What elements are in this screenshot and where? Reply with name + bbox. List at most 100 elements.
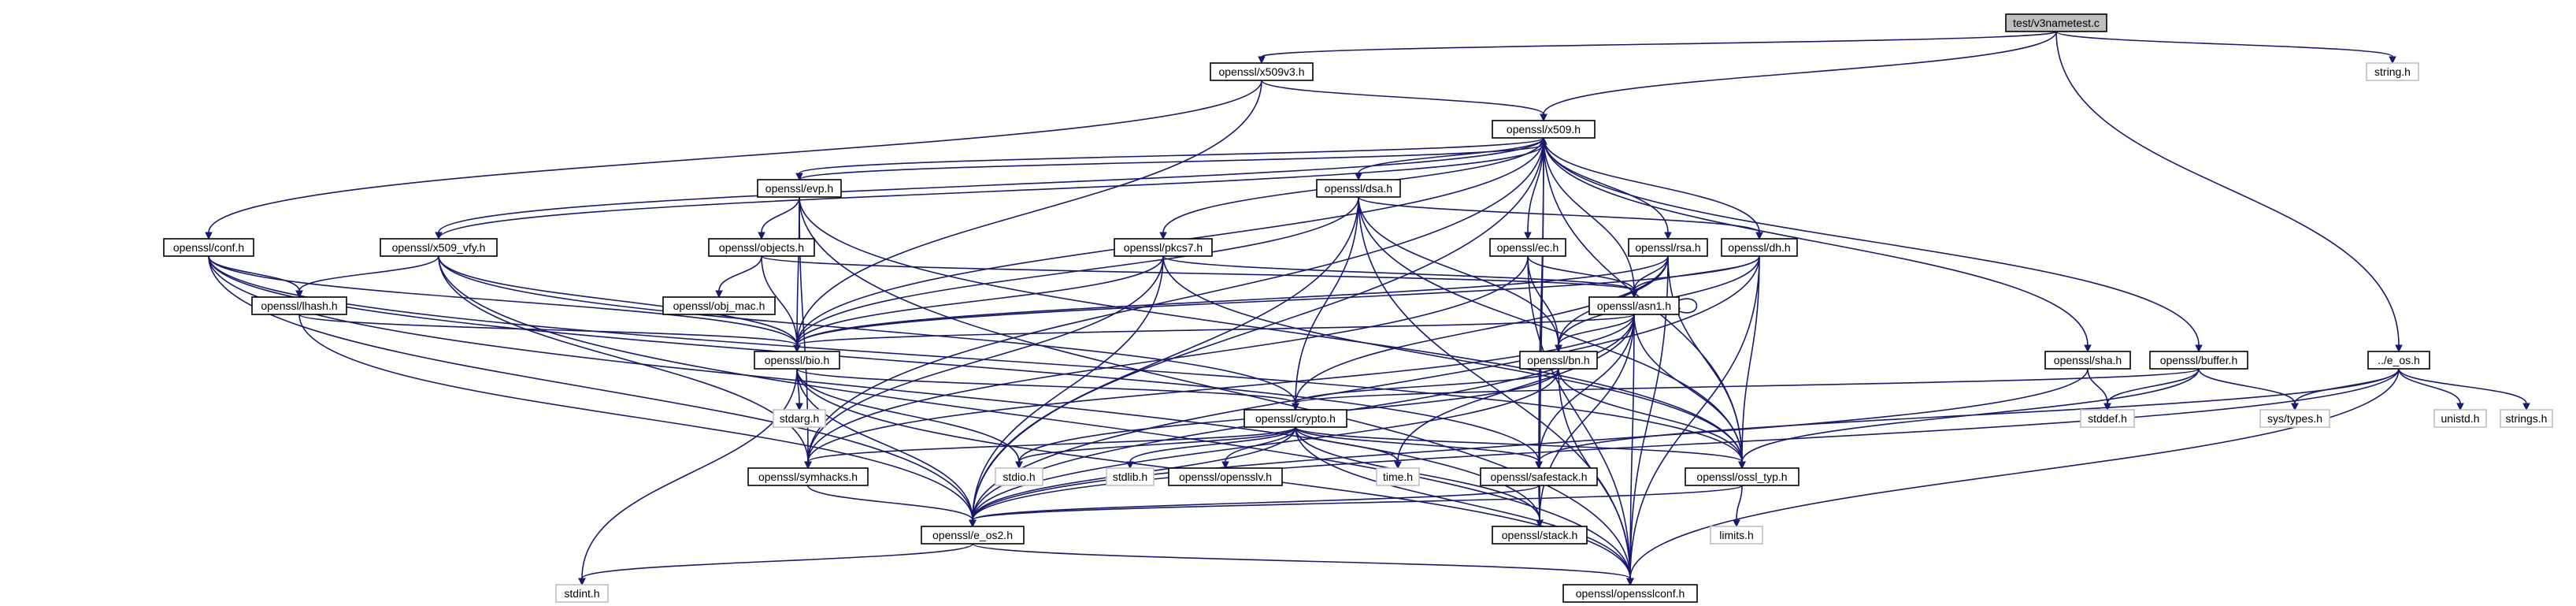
node-opensslconf[interactable]: openssl/opensslconf.h bbox=[1562, 584, 1698, 603]
node-label: stdint.h bbox=[564, 587, 599, 600]
node-label: openssl/sha.h bbox=[2054, 354, 2122, 366]
node-label: limits.h bbox=[1719, 529, 1754, 541]
edge-x509-to-sha bbox=[1543, 137, 2092, 353]
edge-x509_vfy-to-x509 bbox=[438, 136, 1547, 240]
edge-sha-to-e_os2 bbox=[969, 368, 2089, 528]
node-x509v3[interactable]: openssl/x509v3.h bbox=[1210, 62, 1314, 81]
node-strings: strings.h bbox=[2500, 409, 2553, 428]
node-label: stddef.h bbox=[2088, 412, 2127, 425]
node-label: stdio.h bbox=[1003, 470, 1035, 483]
node-label: openssl/dsa.h bbox=[1325, 182, 1392, 195]
edge-dsa-to-bn bbox=[1358, 196, 1562, 353]
node-bio[interactable]: openssl/bio.h bbox=[754, 351, 840, 370]
node-x509_vfy[interactable]: openssl/x509_vfy.h bbox=[380, 238, 498, 257]
edge-symhacks-to-e_os2 bbox=[807, 485, 977, 528]
node-objects[interactable]: openssl/objects.h bbox=[708, 238, 815, 257]
node-ec[interactable]: openssl/ec.h bbox=[1489, 238, 1566, 257]
edge-e_os-to-systypes bbox=[2291, 368, 2400, 411]
node-asn1[interactable]: openssl/asn1.h bbox=[1588, 296, 1680, 315]
edge-ossl_typ-to-e_os2 bbox=[969, 485, 1743, 528]
node-label: openssl/pkcs7.h bbox=[1124, 241, 1203, 254]
node-obj_mac[interactable]: openssl/obj_mac.h bbox=[662, 296, 776, 315]
node-lhash[interactable]: openssl/lhash.h bbox=[251, 296, 347, 315]
edge-bn-to-crypto bbox=[1292, 368, 1559, 411]
edge-x509-to-rsa bbox=[1543, 137, 1672, 240]
node-label: openssl/conf.h bbox=[173, 241, 244, 254]
node-ossl_typ[interactable]: openssl/ossl_typ.h bbox=[1685, 467, 1799, 486]
node-unistd: unistd.h bbox=[2433, 409, 2487, 428]
edge-evp-to-x509 bbox=[799, 136, 1547, 180]
node-x509[interactable]: openssl/x509.h bbox=[1492, 120, 1596, 139]
node-time: time.h bbox=[1376, 467, 1420, 486]
node-dh[interactable]: openssl/dh.h bbox=[1721, 238, 1798, 257]
edge-crypto-to-stdio bbox=[1015, 426, 1296, 470]
node-evp[interactable]: openssl/evp.h bbox=[757, 179, 842, 198]
edge-crypto-to-time bbox=[1295, 426, 1402, 470]
node-label: openssl/x509_vfy.h bbox=[392, 241, 486, 254]
node-e_os2[interactable]: openssl/e_os2.h bbox=[921, 526, 1025, 545]
edge-x509-to-dh bbox=[1543, 137, 1763, 240]
node-dsa[interactable]: openssl/dsa.h bbox=[1316, 179, 1401, 198]
edge-e_os2-to-opensslconf bbox=[972, 543, 1634, 586]
node-label: time.h bbox=[1383, 470, 1413, 483]
node-buffer[interactable]: openssl/buffer.h bbox=[2149, 351, 2248, 370]
node-bn[interactable]: openssl/bn.h bbox=[1519, 351, 1598, 370]
node-e_os[interactable]: ../e_os.h bbox=[2367, 351, 2430, 370]
node-label: openssl/bio.h bbox=[765, 354, 830, 366]
node-label: openssl/stack.h bbox=[1502, 529, 1578, 541]
edge-x509_vfy-to-crypto bbox=[438, 255, 1299, 411]
edge-asn1-to-bn bbox=[1555, 314, 1635, 353]
node-symhacks[interactable]: openssl/symhacks.h bbox=[747, 467, 869, 486]
edge-conf-to-lhash bbox=[208, 255, 303, 299]
edge-crypto-to-opensslv bbox=[1221, 426, 1296, 470]
edge-safestack-to-stack bbox=[1536, 485, 1544, 528]
node-label: openssl/obj_mac.h bbox=[673, 299, 765, 312]
node-opensslv[interactable]: openssl/opensslv.h bbox=[1168, 467, 1283, 486]
edge-layer bbox=[205, 31, 2530, 586]
node-limits: limits.h bbox=[1710, 526, 1763, 545]
edge-e_os-to-safestack bbox=[1535, 368, 2400, 470]
node-label: strings.h bbox=[2506, 412, 2548, 425]
node-label: openssl/opensslv.h bbox=[1179, 470, 1272, 483]
node-label: openssl/x509v3.h bbox=[1219, 65, 1305, 78]
node-stddef: stddef.h bbox=[2080, 409, 2135, 428]
edge-buffer-to-systypes bbox=[2198, 368, 2299, 411]
edge-x509v3-to-conf bbox=[205, 80, 1262, 240]
node-safestack[interactable]: openssl/safestack.h bbox=[1480, 467, 1598, 486]
node-label: openssl/symhacks.h bbox=[758, 470, 858, 483]
node-sha[interactable]: openssl/sha.h bbox=[2044, 351, 2131, 370]
node-label: openssl/ec.h bbox=[1497, 241, 1559, 254]
node-stack[interactable]: openssl/stack.h bbox=[1492, 526, 1588, 545]
edge-x509v3-to-x509 bbox=[1261, 80, 1547, 122]
node-label: openssl/objects.h bbox=[719, 241, 804, 254]
node-label: stdlib.h bbox=[1113, 470, 1147, 483]
edge-lhash-to-e_os2 bbox=[298, 314, 977, 528]
node-pkcs7[interactable]: openssl/pkcs7.h bbox=[1114, 238, 1213, 257]
node-rsa[interactable]: openssl/rsa.h bbox=[1628, 238, 1708, 257]
edge-x509v3-to-bio bbox=[793, 80, 1262, 353]
node-label: ../e_os.h bbox=[2378, 354, 2420, 366]
node-crypto[interactable]: openssl/crypto.h bbox=[1244, 409, 1347, 428]
edge-x509-to-evp bbox=[795, 137, 1544, 181]
node-label: openssl/safestack.h bbox=[1491, 470, 1588, 483]
node-string: string.h bbox=[2366, 62, 2419, 81]
node-label: openssl/rsa.h bbox=[1635, 241, 1700, 254]
node-stdio: stdio.h bbox=[995, 467, 1043, 486]
edge-ec-to-bn bbox=[1527, 255, 1562, 353]
edge-root-to-string bbox=[2055, 31, 2396, 65]
edge-dsa-to-dh bbox=[1358, 196, 1763, 240]
edge-x509-to-ec bbox=[1524, 137, 1544, 240]
edge-pkcs7-to-symhacks bbox=[804, 255, 1164, 470]
node-conf[interactable]: openssl/conf.h bbox=[163, 238, 254, 257]
node-stdlib: stdlib.h bbox=[1106, 467, 1155, 486]
node-label: stdarg.h bbox=[780, 412, 820, 425]
edge-ossl_typ-to-limits bbox=[1733, 485, 1743, 528]
edge-crypto-to-symhacks bbox=[804, 426, 1296, 470]
node-label: sys/types.h bbox=[2267, 412, 2322, 425]
node-root[interactable]: test/v3nametest.c bbox=[2005, 13, 2107, 32]
edge-x509-to-buffer bbox=[1543, 137, 2203, 353]
edge-objects-to-asn1 bbox=[761, 255, 1638, 299]
edge-e_os2-to-stdint bbox=[578, 543, 973, 586]
node-stdint: stdint.h bbox=[555, 584, 609, 603]
edge-conf-to-stack bbox=[208, 255, 1544, 528]
